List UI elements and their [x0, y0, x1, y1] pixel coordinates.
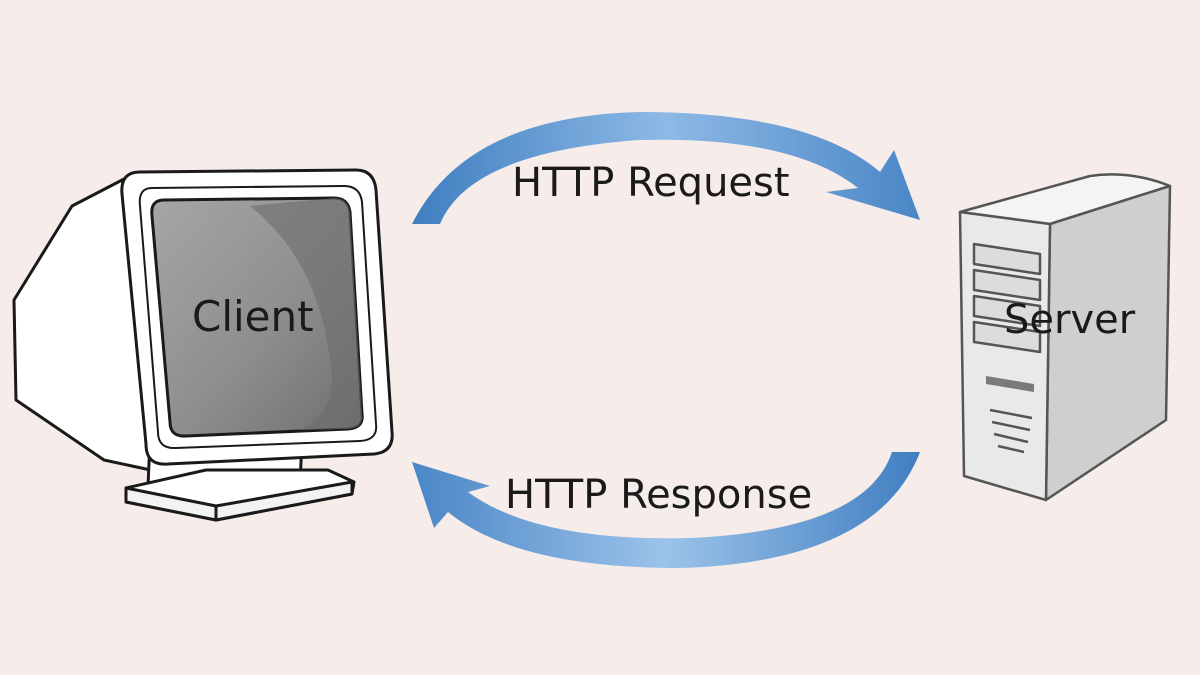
server-label: Server [1004, 297, 1136, 343]
crt-monitor-icon [12, 168, 394, 522]
server-tower-icon [958, 173, 1172, 502]
http-request-arrow [412, 112, 920, 224]
http-request-label: HTTP Request [512, 160, 790, 206]
http-response-arrow [412, 452, 920, 568]
client-label: Client [192, 292, 314, 341]
http-response-label: HTTP Response [505, 472, 813, 518]
